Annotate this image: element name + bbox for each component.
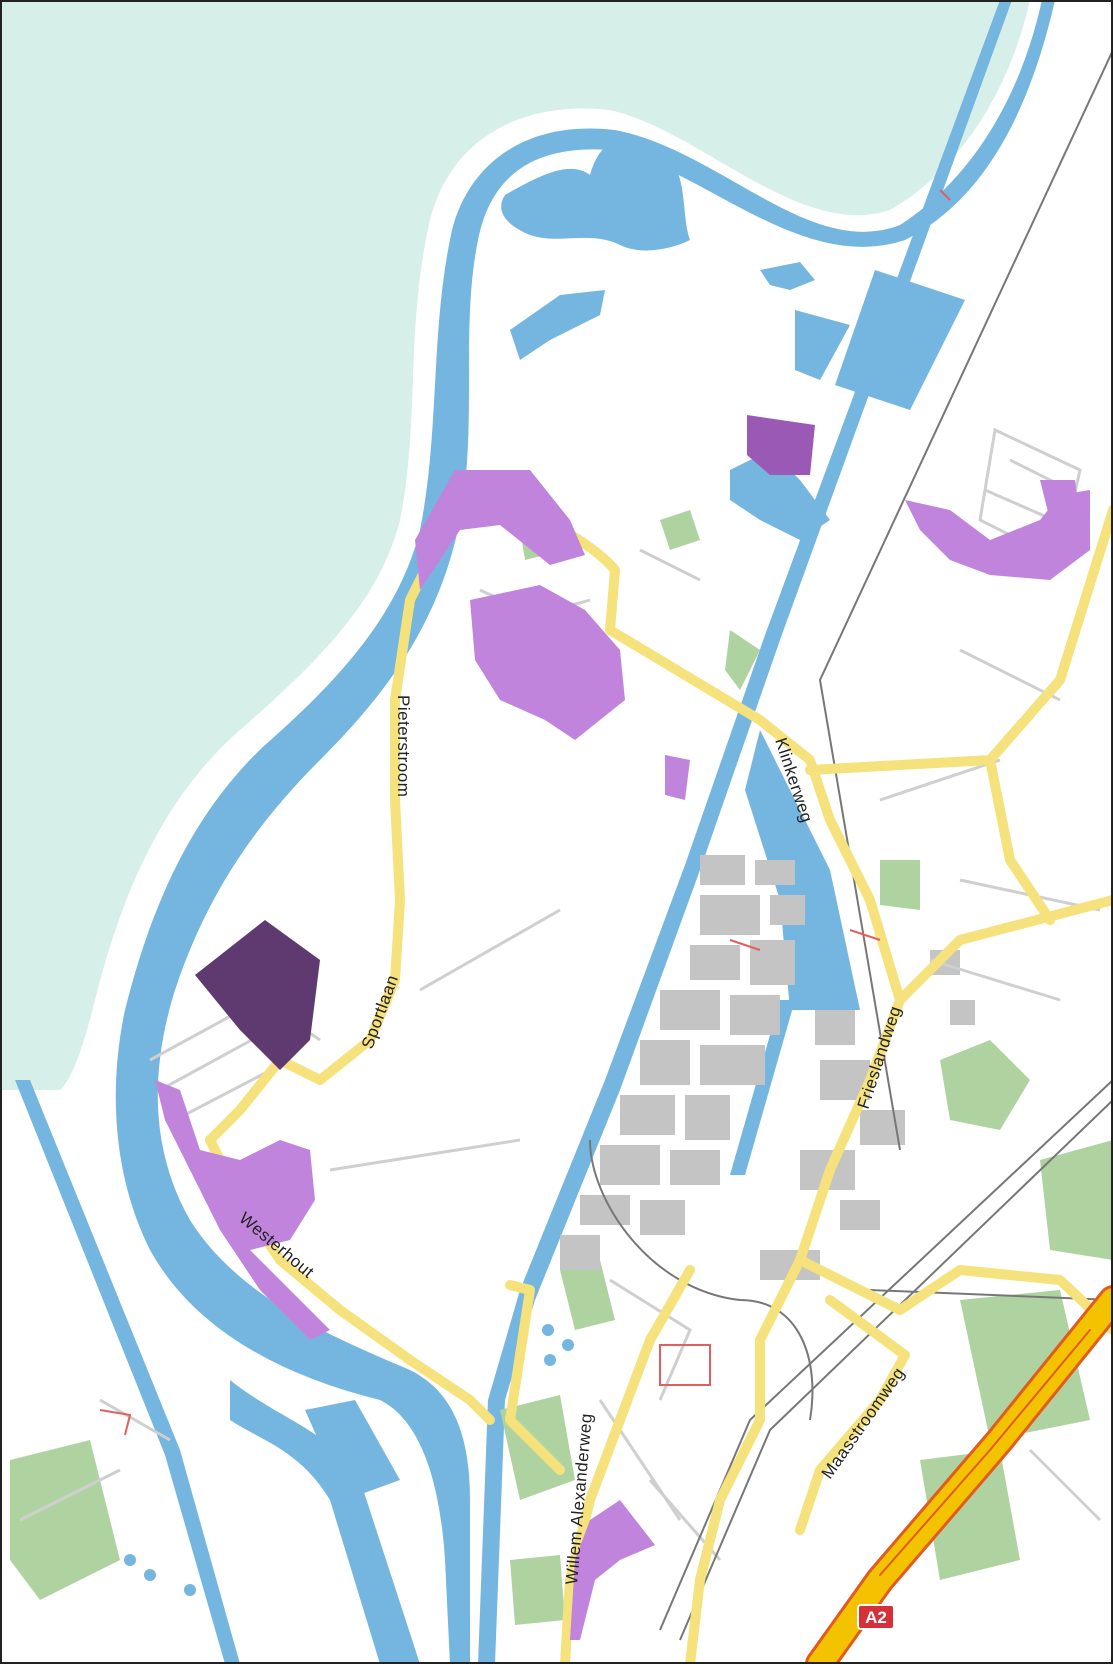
river-west-branch — [15, 1080, 240, 1664]
buildings — [560, 855, 975, 1280]
shield-label: A2 — [865, 1608, 887, 1627]
railways — [589, 49, 1113, 1641]
water-basin-southwest — [305, 1400, 400, 1500]
water-patch-west — [510, 290, 605, 360]
red-outlines — [99, 189, 951, 1436]
water-pond-lower — [730, 450, 830, 540]
highway-shield-a2: A2 — [857, 1604, 895, 1630]
harbour-slips — [795, 310, 850, 380]
canal-arm — [745, 730, 860, 1010]
river-southwest-arm — [230, 1380, 420, 1664]
main-roads — [205, 485, 1113, 1664]
canal-arm-narrow — [730, 1000, 795, 1175]
street-label-pieterstroom: Pieterstroom — [394, 695, 413, 797]
water-area-icon — [124, 1324, 574, 1596]
water-patch-north — [501, 139, 690, 251]
highway-a2 — [805, 1285, 1113, 1664]
lake-area — [0, 0, 1030, 1090]
shield-background — [857, 1604, 895, 1630]
purple-zones — [155, 415, 1090, 1640]
water-patch-east — [760, 262, 815, 290]
